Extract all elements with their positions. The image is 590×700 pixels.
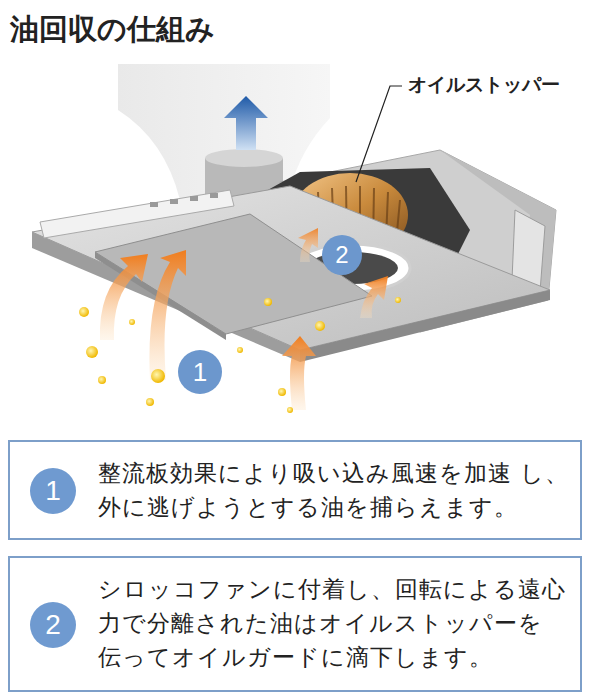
description-text: 整流板効果により吸い込み風速を加速 し、外に逃げようとする油を捕らえます。: [98, 456, 572, 524]
number-text: 2: [335, 241, 348, 269]
number-text: 1: [193, 357, 207, 388]
callout-number: 1: [178, 350, 222, 394]
diagram-title: 油回収の仕組み: [10, 10, 215, 50]
step-number: 1: [30, 468, 76, 514]
description-text: シロッコファンに付着し、回転による遠心 力で分離された油はオイルストッパーを 伝…: [98, 572, 572, 674]
part-label: オイルストッパー: [408, 72, 560, 98]
step-number: 2: [30, 602, 76, 648]
description-box: シロッコファンに付着し、回転による遠心 力で分離された油はオイルストッパーを 伝…: [8, 556, 582, 692]
callout-number: 2: [322, 235, 362, 275]
range-hood-illustration: [0, 0, 590, 430]
number-text: 1: [45, 475, 61, 507]
description-box: 整流板効果により吸い込み風速を加速 し、外に逃げようとする油を捕らえます。 1: [8, 440, 582, 540]
number-text: 2: [45, 609, 61, 641]
